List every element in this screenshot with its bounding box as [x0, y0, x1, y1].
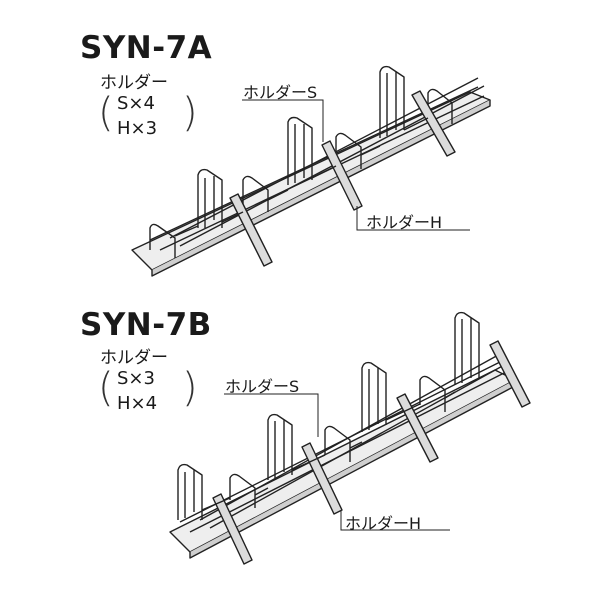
- rack-b-holders-s: [229, 375, 446, 508]
- rack-b-callout-s: ホルダーS: [225, 377, 300, 396]
- rack-b-paren-open: (: [98, 365, 114, 411]
- rack-a-callout-s: ホルダーS: [243, 83, 318, 102]
- rack-a-holders-h: [197, 65, 405, 228]
- rack-a-paren-close: ): [182, 90, 198, 136]
- rack-a-paren-open: (: [98, 90, 114, 136]
- rack-a-leader-h: [356, 206, 470, 231]
- rack-a-callout-h: ホルダーH: [366, 213, 443, 232]
- rack-a-illustration: [131, 65, 491, 277]
- rack-b-count-s: S×3: [117, 368, 155, 389]
- rack-b-callout-h: ホルダーH: [345, 514, 422, 533]
- rack-a-ramps: [229, 90, 456, 267]
- rack-a-holder-heading: ホルダー: [100, 73, 168, 93]
- rack-a-count-h: H×3: [117, 118, 158, 139]
- rack-b-count-h: H×4: [117, 393, 158, 414]
- rack-b-leader-h: [340, 511, 450, 531]
- rack-a-holders-s: [149, 88, 453, 258]
- rack-a-leader-s: [242, 99, 324, 142]
- rack-b-holders-h: [177, 311, 480, 520]
- rack-b-leader-s: [224, 393, 319, 437]
- rack-a-title: SYN-7A: [80, 30, 213, 66]
- rack-b-base: [169, 369, 516, 553]
- rack-a-count-s: S×4: [117, 93, 155, 114]
- rack-a-leaders: [242, 99, 470, 231]
- rack-b-title: SYN-7B: [80, 307, 212, 343]
- rack-b-paren-close: ): [182, 365, 198, 411]
- rack-b-holder-heading: ホルダー: [100, 348, 168, 368]
